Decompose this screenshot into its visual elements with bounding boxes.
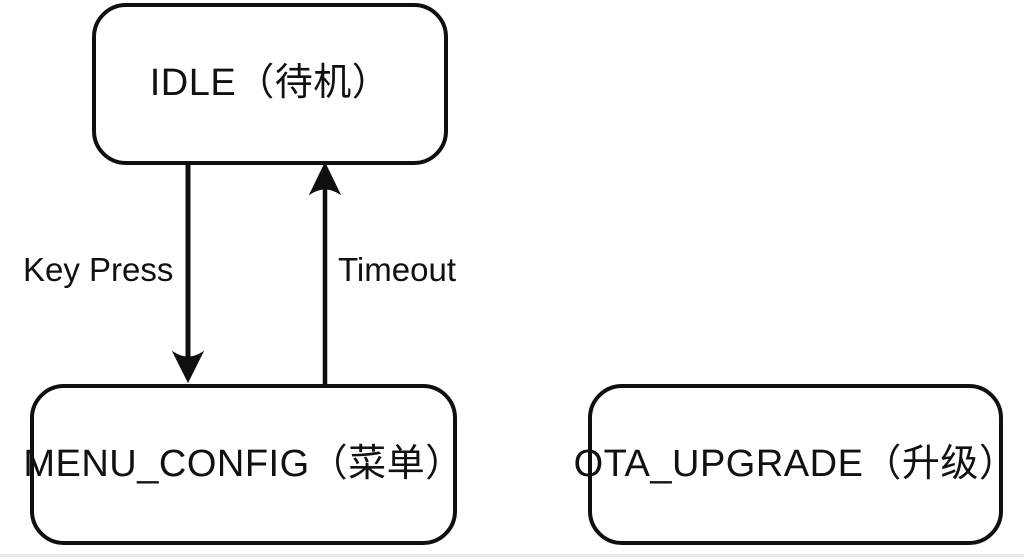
state-node-ota-upgrade: OTA_UPGRADE（升级） — [574, 384, 1017, 545]
state-idle-label: IDLE（待机） — [149, 62, 391, 105]
state-node-idle: IDLE（待机） — [92, 3, 448, 165]
transition-timeout-label: Timeout — [338, 251, 456, 288]
transition-key-press-label: Key Press — [23, 251, 174, 288]
bottom-edge-artifact — [0, 554, 1024, 557]
state-node-menu-config: MENU_CONFIG（菜单） — [23, 384, 463, 545]
arrow-key-press-down — [171, 163, 205, 384]
arrow-timeout-up — [308, 161, 342, 384]
state-menu-config-label: MENU_CONFIG（菜单） — [23, 442, 464, 485]
state-ota-upgrade-label: OTA_UPGRADE（升级） — [573, 442, 1018, 485]
